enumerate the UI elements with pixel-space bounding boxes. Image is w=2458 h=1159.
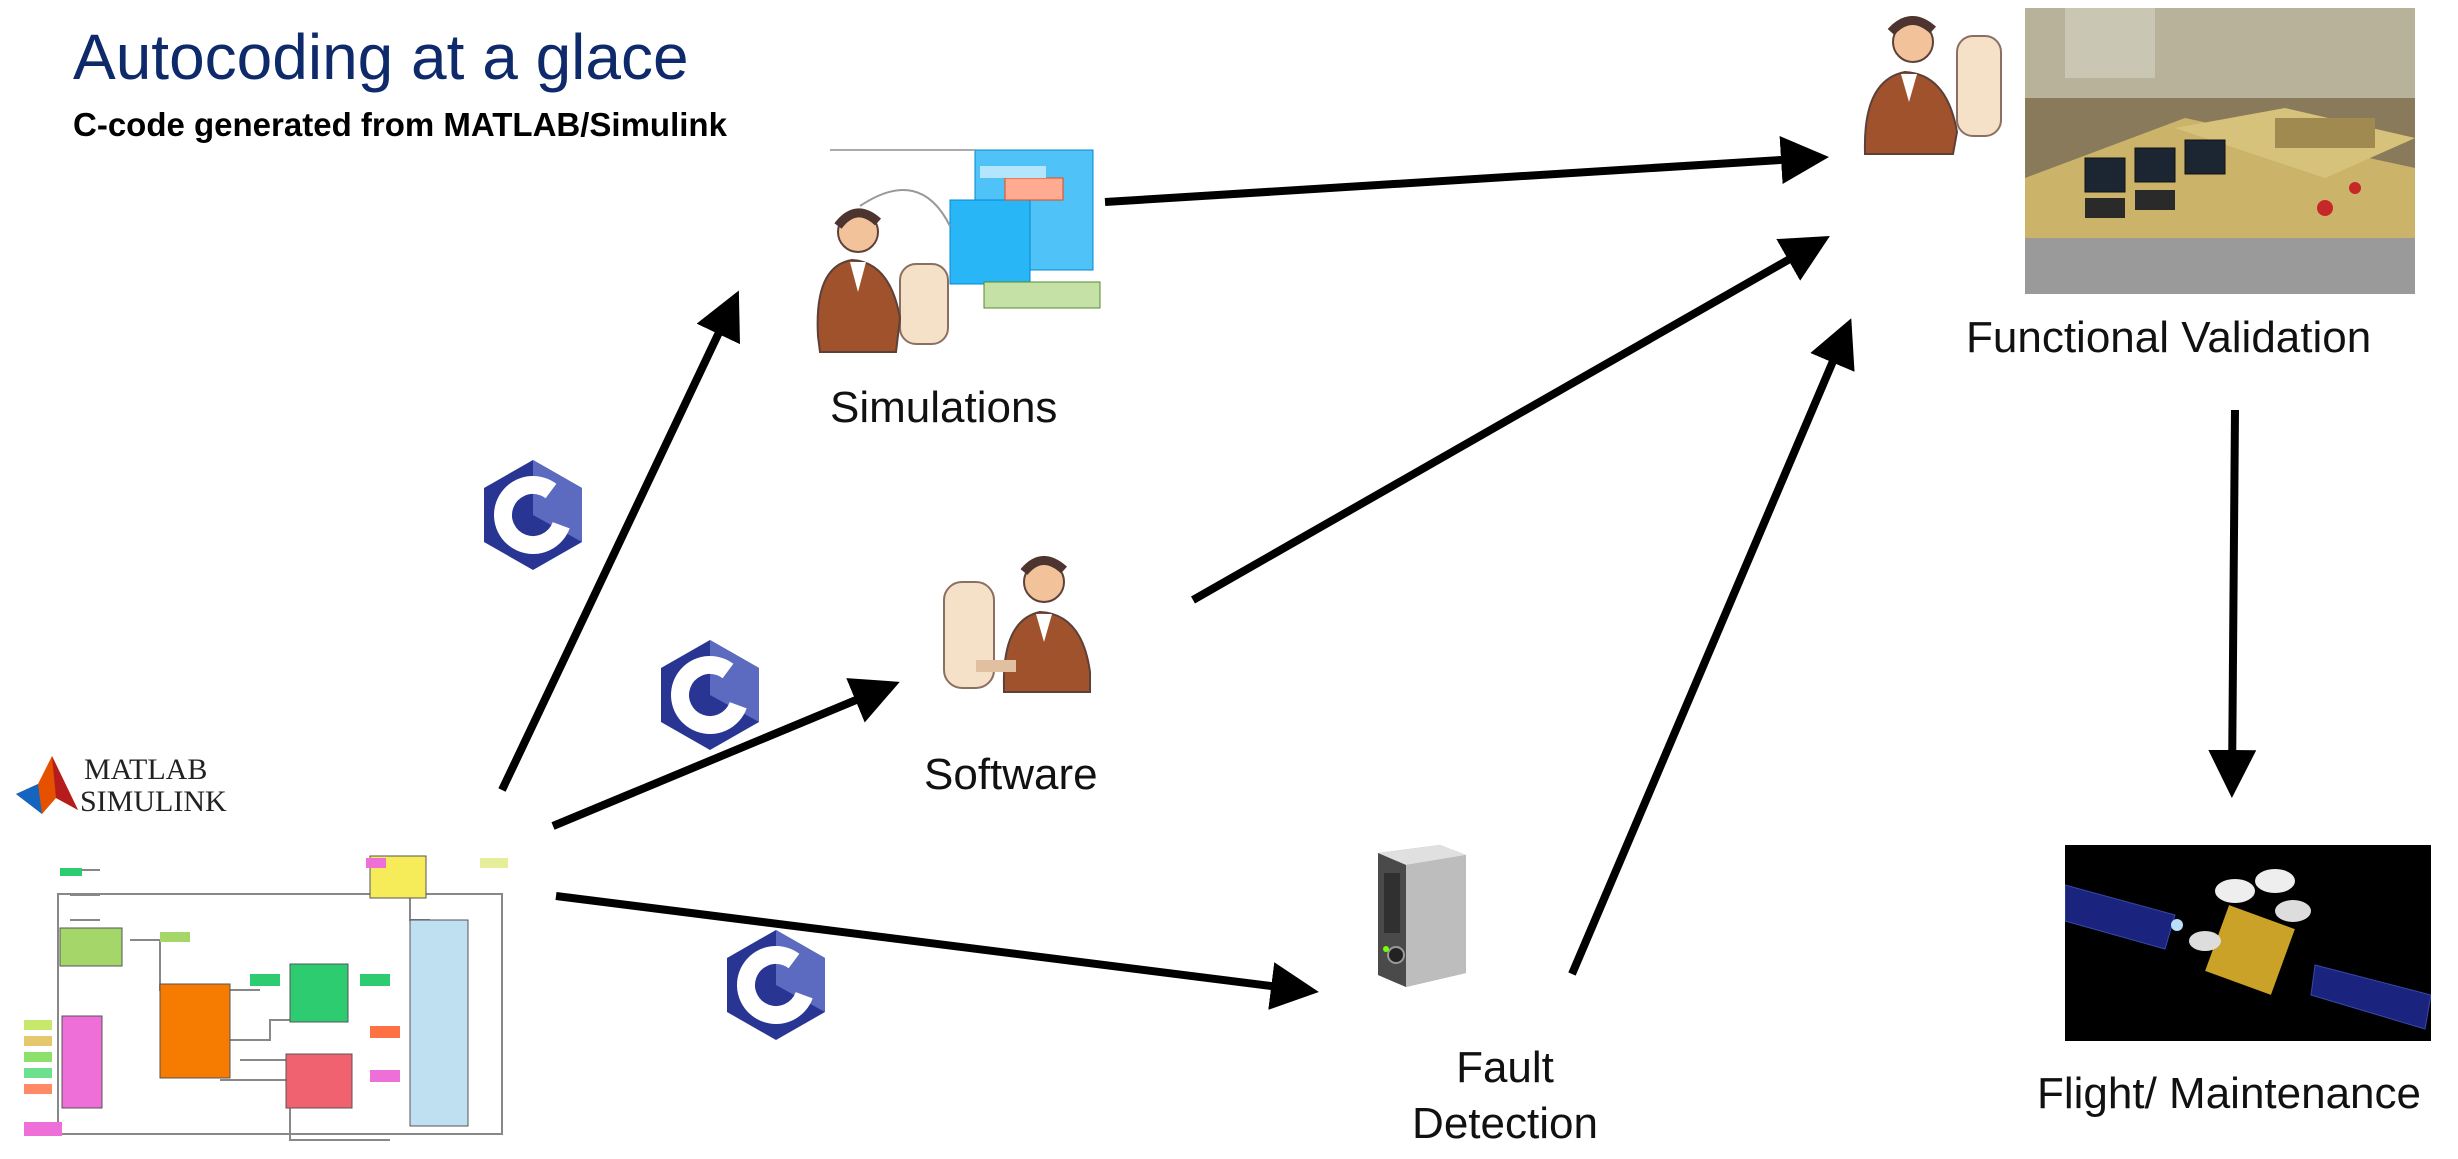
arrow-software-to-validation [1191,236,1830,604]
simulink-model-diagram [10,840,530,1156]
simulink-logo-text: SIMULINK [80,785,227,818]
arrow-fault-to-validation [1568,318,1855,976]
person-at-computer-icon [1863,16,2002,155]
c-language-icon [484,460,582,570]
page-title: Autocoding at a glace [73,21,689,93]
fault-detection-label: Fault Detection [1400,1040,1610,1153]
test-lab-photo [2025,8,2415,294]
functional-validation-label: Functional Validation [1966,313,2372,362]
fault-detection-label-line2: Detection [1412,1099,1598,1149]
simulations-label: Simulations [830,383,1058,432]
server-tower-icon [1378,845,1466,987]
person-at-computer-icon [816,149,1101,353]
satellite-icon [2065,845,2431,1041]
matlab-membrane-icon [16,756,78,814]
software-label: Software [924,750,1098,799]
c-language-icon [727,930,825,1040]
flight-maintenance-label: Flight/ Maintenance [2037,1069,2421,1118]
arrow-matlab-to-fault-detection [555,892,1319,1010]
arrow-simulations-to-validation [1104,136,1829,206]
page-subtitle: C-code generated from MATLAB/Simulink [73,106,727,143]
arrow-validation-to-flight [2208,409,2257,798]
matlab-logo-text: MATLAB [84,753,208,786]
person-at-computer-icon [943,556,1091,693]
c-language-icon [661,640,759,750]
matlab-logo: MATLAB SIMULINK [12,748,227,828]
fault-detection-label-line1: Fault [1456,1043,1554,1092]
